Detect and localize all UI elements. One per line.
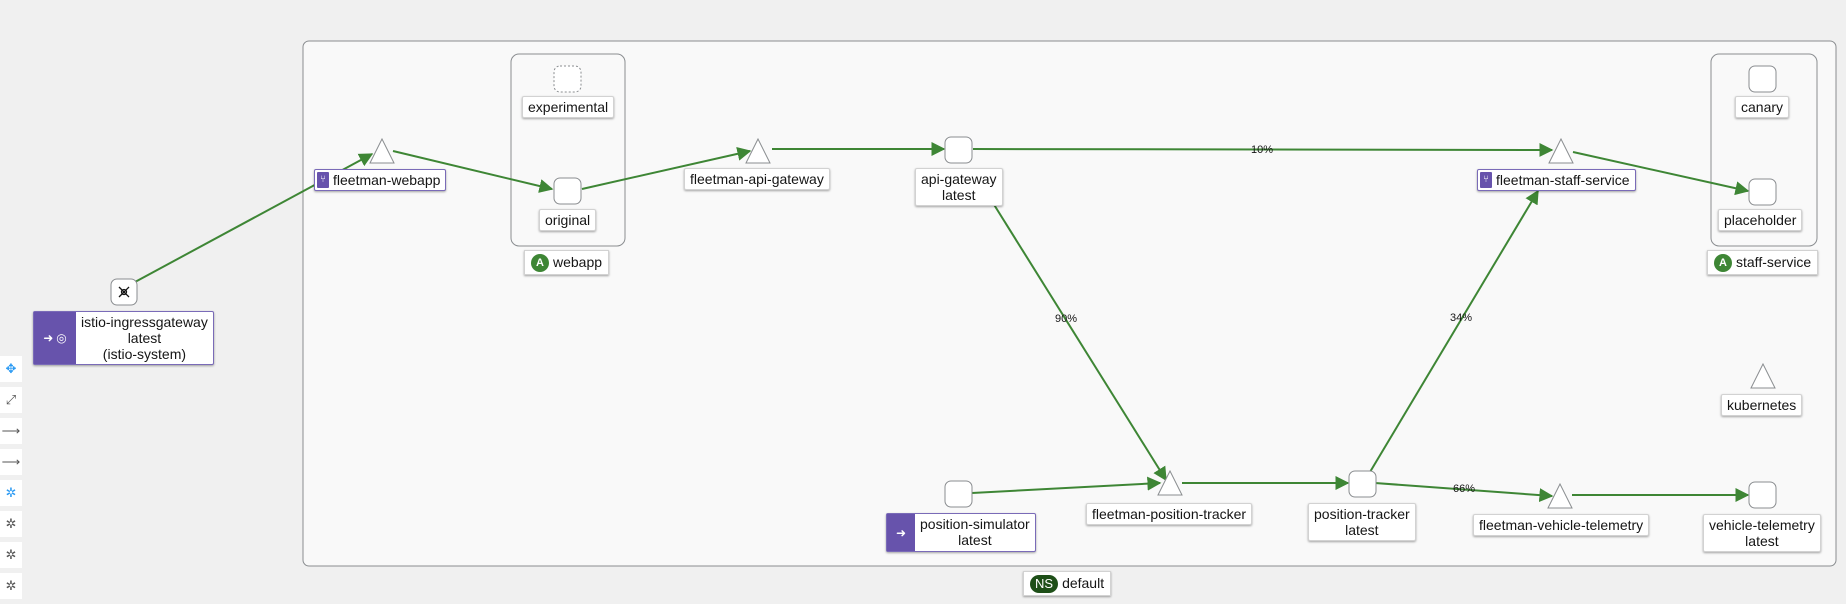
fit-icon[interactable]: ⤢: [0, 387, 22, 413]
position-simulator-icon-block: ➜: [887, 514, 915, 551]
layout-icon[interactable]: ✲: [0, 542, 22, 568]
namespace-name: default: [1062, 575, 1105, 591]
label-fleetman-api-gateway: fleetman-api-gateway: [684, 168, 830, 190]
app-badge: A: [531, 254, 549, 273]
workload-node-position-simulator[interactable]: [944, 480, 973, 508]
label-fleetman-vehicle-telemetry: fleetman-vehicle-telemetry: [1473, 514, 1650, 536]
edge-apigateway-staff[interactable]: [972, 142, 1554, 157]
edge-label-90: 90%: [1055, 313, 1077, 325]
graph-toolbar: ✥ ⤢ ⟶ ⟶ ✲ ✲ ✲ ✲: [0, 356, 24, 604]
arrow-icon[interactable]: ⟶: [0, 449, 22, 475]
vehicle-telemetry-name: vehicle-telemetry: [1709, 517, 1815, 533]
gateway-icon: ➜: [43, 331, 54, 345]
label-api-gateway: api-gateway latest: [915, 168, 1003, 206]
gateway-icon: ➜: [895, 525, 907, 540]
app-box-webapp[interactable]: [510, 53, 626, 247]
edge-label-10: 10%: [1251, 144, 1273, 156]
label-original: original: [539, 209, 597, 231]
workload-node-canary[interactable]: [1748, 65, 1777, 93]
label-istio-ingressgateway[interactable]: ➜◎ istio-ingressgateway latest (istio-sy…: [33, 311, 214, 365]
fleetman-staff-service-text: fleetman-staff-service: [1496, 172, 1630, 188]
position-simulator-version: latest: [958, 532, 992, 548]
label-position-simulator[interactable]: ➜ position-simulator latest: [886, 513, 1036, 552]
label-canary: canary: [1735, 96, 1790, 118]
service-node-fleetman-staff-service[interactable]: [1548, 137, 1574, 164]
ingress-namespace: (istio-system): [102, 346, 187, 362]
layout-icon[interactable]: ✲: [0, 573, 22, 599]
workload-node-original[interactable]: [553, 177, 582, 205]
ingress-name: istio-ingressgateway: [81, 314, 208, 330]
service-node-fleetman-api-gateway[interactable]: [745, 137, 771, 164]
service-node-fleetman-vehicle-telemetry[interactable]: [1547, 482, 1573, 509]
service-node-fleetman-position-tracker[interactable]: [1157, 469, 1183, 496]
namespace-badge: NS: [1030, 575, 1059, 593]
ingress-version: latest: [127, 330, 162, 346]
edge-tracker-telemetry[interactable]: [1374, 482, 1554, 503]
edge-label-66: 66%: [1453, 483, 1475, 495]
edge-label-34: 34%: [1450, 312, 1472, 324]
edge-simulator-tracker[interactable]: [971, 476, 1162, 494]
move-icon[interactable]: ✥: [0, 356, 22, 382]
label-fleetman-staff-service[interactable]: ⑂fleetman-staff-service: [1477, 169, 1636, 191]
workload-node-experimental[interactable]: [553, 65, 582, 93]
label-fleetman-webapp[interactable]: ⑂fleetman-webapp: [314, 169, 447, 191]
label-vehicle-telemetry: vehicle-telemetry latest: [1703, 514, 1821, 552]
label-experimental: experimental: [522, 96, 615, 118]
layout-icon[interactable]: ✲: [0, 511, 22, 537]
ingress-icon: [118, 286, 130, 298]
service-node-kubernetes[interactable]: [1750, 362, 1776, 389]
label-kubernetes: kubernetes: [1721, 394, 1803, 416]
workload-node-placeholder[interactable]: [1748, 178, 1777, 206]
position-tracker-version: latest: [1345, 522, 1379, 538]
api-gateway-name: api-gateway: [921, 171, 997, 187]
label-position-tracker: position-tracker latest: [1308, 503, 1416, 541]
arrow-icon[interactable]: ⟶: [0, 418, 22, 444]
edge-staff-placeholder[interactable]: [1572, 151, 1750, 196]
app-name: webapp: [553, 254, 603, 270]
app-box-staff-service[interactable]: [1710, 53, 1818, 247]
globe-icon: ◎: [56, 331, 67, 345]
api-gateway-version: latest: [942, 187, 976, 203]
edge-webapp-original[interactable]: [392, 150, 554, 193]
label-fleetman-position-tracker: fleetman-position-tracker: [1086, 503, 1253, 525]
vehicle-telemetry-version: latest: [1745, 533, 1779, 549]
app-name: staff-service: [1736, 254, 1812, 270]
label-placeholder: placeholder: [1718, 209, 1803, 231]
workload-node-api-gateway[interactable]: [944, 136, 973, 164]
workload-node-position-tracker[interactable]: [1348, 470, 1377, 498]
virtual-service-icon: ⑂: [1480, 172, 1492, 188]
app-badge: A: [1714, 254, 1732, 273]
edge-positiontracker-staff[interactable]: [1369, 189, 1539, 473]
virtual-service-icon: ⑂: [317, 172, 329, 188]
edge-apigateway-tracker[interactable]: [992, 202, 1167, 482]
ingress-gateway-icons: ➜◎: [34, 312, 76, 364]
service-node-fleetman-webapp[interactable]: [369, 137, 395, 164]
layout-icon[interactable]: ✲: [0, 480, 22, 506]
workload-node-vehicle-telemetry[interactable]: [1748, 481, 1777, 509]
position-simulator-name: position-simulator: [920, 516, 1030, 532]
position-tracker-name: position-tracker: [1314, 506, 1410, 522]
fleetman-webapp-text: fleetman-webapp: [333, 172, 441, 188]
edge-original-apigw[interactable]: [581, 146, 752, 190]
